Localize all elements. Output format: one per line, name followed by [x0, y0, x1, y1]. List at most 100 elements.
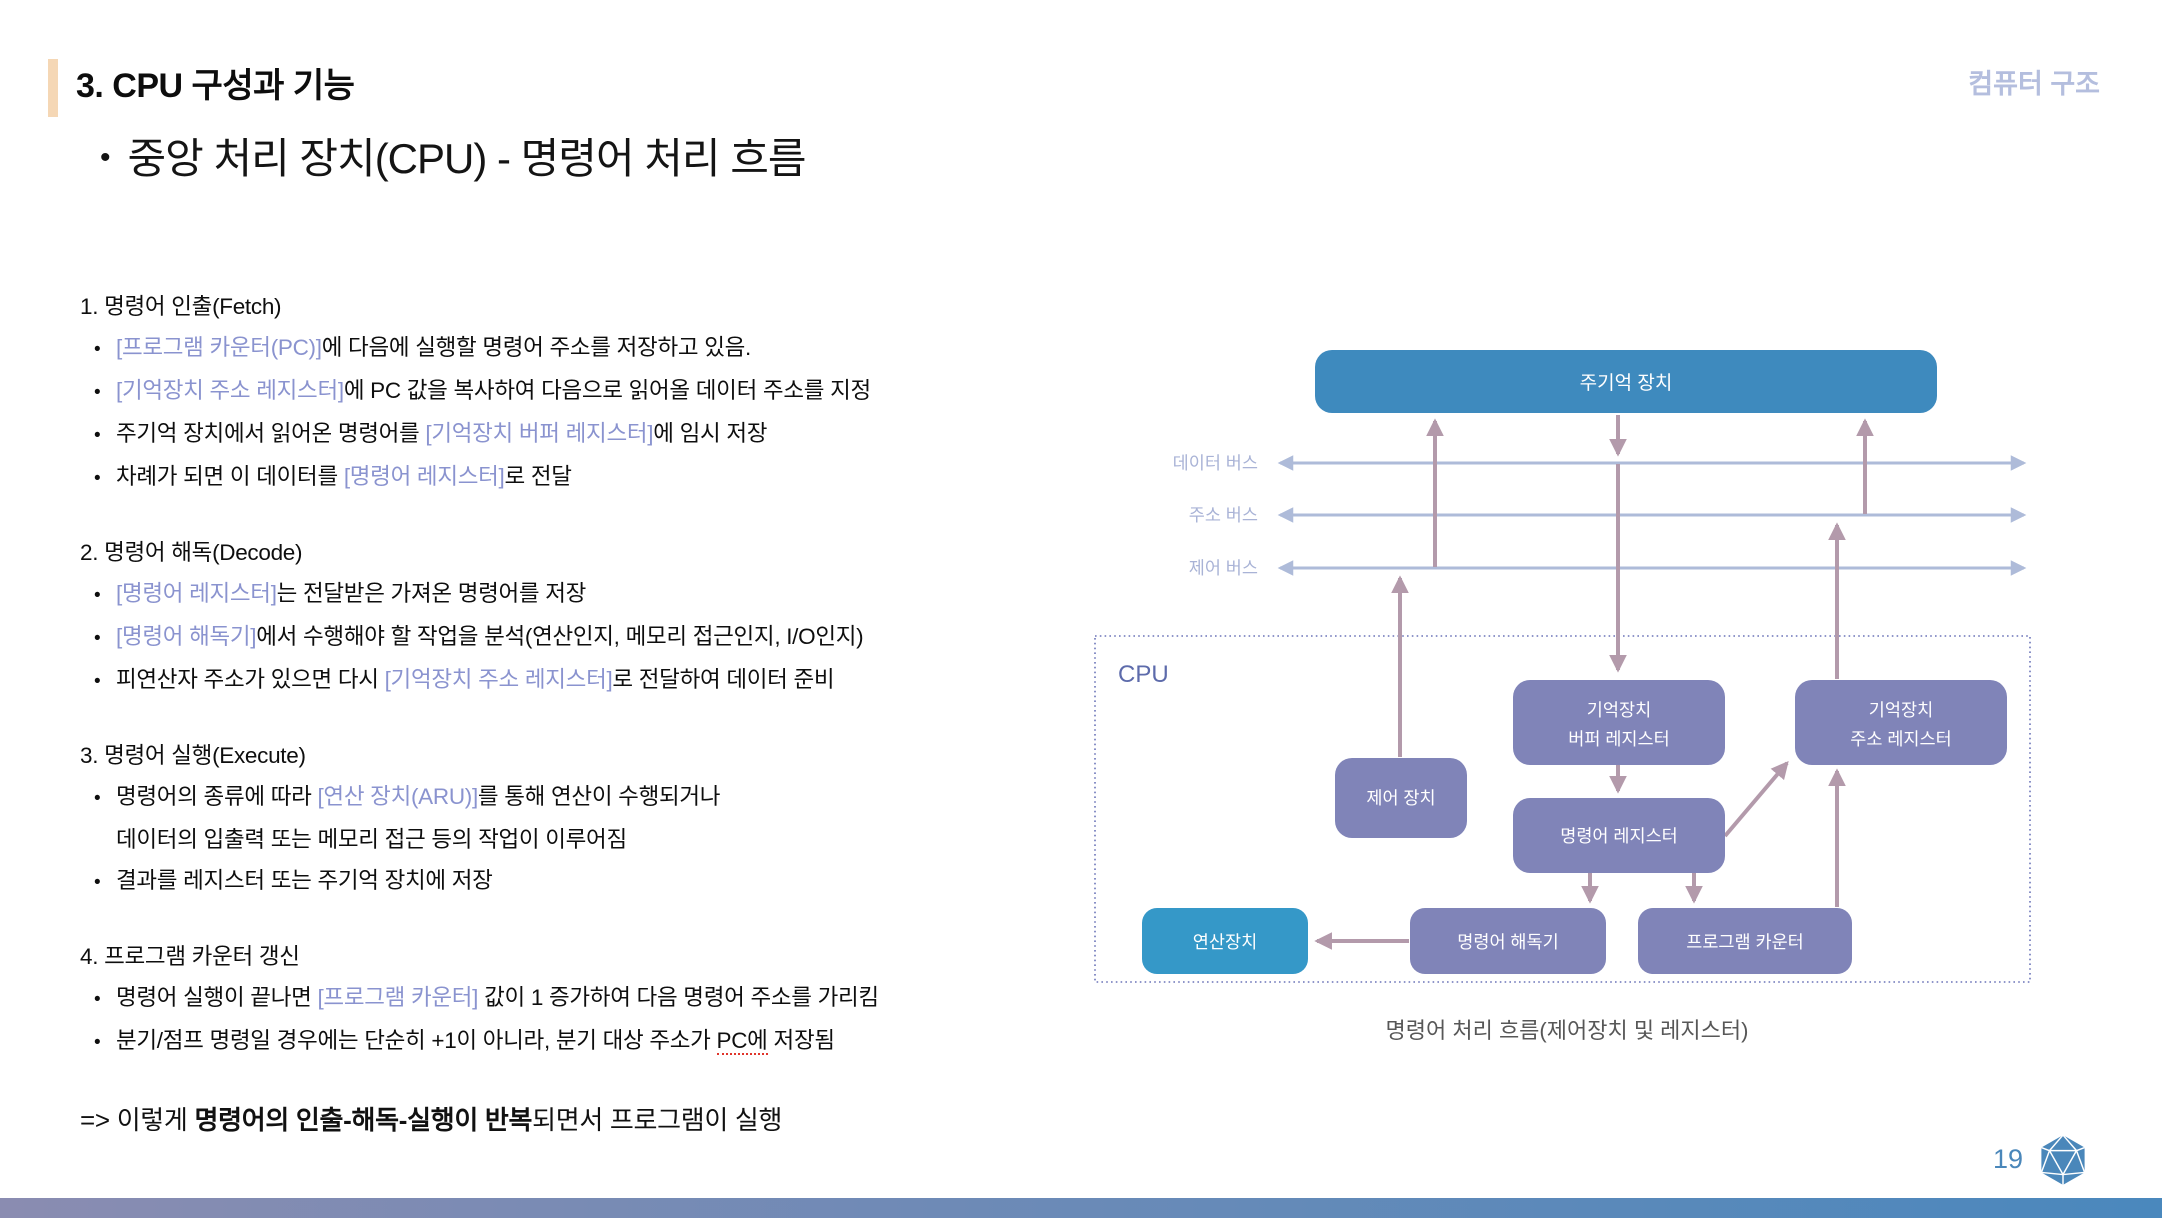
bullet-marker: • [94, 628, 101, 649]
arrow-instrreg-to-addrreg [1723, 760, 1789, 838]
text-run: 에 PC 값을 복사하여 다음으로 읽어올 데이터 주소를 지정 [343, 378, 871, 403]
instruction-decoder-label: 명령어 해독기 [1457, 932, 1558, 952]
mem-buffer-register-box [1513, 680, 1725, 765]
cpu-diagram-svg: 데이터 버스 주소 버스 제어 버스 CPU 주기억 장치 기억장치 버퍼 레지… [1094, 350, 2031, 1043]
text-section: 2. 명령어 해독(Decode) • [명령어 레지스터]는 전달받은 가져온 명… [80, 532, 1100, 702]
text-run: 주기억 장치에서 읽어온 명령어를 [116, 421, 426, 446]
bullet-item: • [명령어 레지스터]는 전달받은 가져온 명령어를 저장 [80, 573, 1100, 616]
text-run: 로 전달 [504, 464, 572, 489]
section-heading: 1. 명령어 인출(Fetch) [80, 294, 282, 319]
program-counter-label: 프로그램 카운터 [1686, 932, 1804, 952]
bullet-marker: • [94, 671, 101, 692]
text-run: 에 임시 저장 [653, 421, 768, 446]
instruction-register-box [1513, 798, 1725, 873]
text-run: 에 다음에 실행할 명령어 주소를 저장하고 있음. [321, 335, 752, 360]
instruction-decoder-box [1410, 908, 1606, 974]
bullet-marker: • [94, 585, 101, 606]
keyword-bracket: [명령어 레지스터] [116, 581, 277, 606]
instruction-register-label: 명령어 레지스터 [1560, 826, 1678, 846]
page-number: 19 [1993, 1144, 2024, 1174]
mem-address-register-label-2: 주소 레지스터 [1850, 729, 1951, 749]
text-run: => 이렇게 [80, 1105, 195, 1135]
keyword-bracket: [기억장치 주소 레지스터] [384, 667, 613, 692]
text-run: 분기/점프 명령일 경우에는 단순히 +1이 아니라, 분기 대상 주소가 [116, 1028, 717, 1053]
bullet-marker: • [94, 425, 101, 446]
text-run: 는 전달받은 가져온 명령어를 저장 [276, 581, 587, 606]
bullet-marker: • [94, 468, 101, 489]
text-run: 저장됨 [767, 1028, 836, 1053]
alu-label: 연산장치 [1193, 932, 1257, 952]
content-sections: 1. 명령어 인출(Fetch) • [프로그램 카운터(PC)]에 다음에 실행할… [80, 286, 1100, 1096]
text-run: 로 전달하여 데이터 준비 [612, 667, 835, 692]
footer-gradient-bar [0, 1198, 2162, 1218]
keyword-bracket: [기억장치 버퍼 레지스터] [425, 421, 654, 446]
spellcheck-underlined-word: PC에 [716, 1028, 768, 1055]
text-section: 4. 프로그램 카운터 갱신 • 명령어 실행이 끝나면 [프로그램 카운터] 값이… [80, 936, 1100, 1063]
bold-text: 명령어의 인출-해독-실행이 반복 [194, 1105, 533, 1135]
control-unit-box [1335, 758, 1467, 838]
keyword-bracket: [명령어 해독기] [116, 624, 257, 649]
keyword-bracket: [프로그램 카운터] [317, 985, 479, 1010]
bullet-marker: • [94, 1032, 101, 1053]
program-counter-box [1638, 908, 1852, 974]
cpu-diagram: 데이터 버스 주소 버스 제어 버스 CPU 주기억 장치 기억장치 버퍼 레지… [1080, 320, 2162, 1060]
bullet-marker: • [94, 788, 101, 809]
text-run: 에서 수행해야 할 작업을 분석(연산인지, 메모리 접근인지, I/O인지) [256, 624, 864, 649]
control-unit-label: 제어 장치 [1366, 788, 1435, 808]
keyword-bracket: [프로그램 카운터(PC)] [116, 335, 322, 360]
data-bus-label: 데이터 버스 [1173, 453, 1258, 473]
section-heading: 3. 명령어 실행(Execute) [80, 743, 306, 768]
course-label: 컴퓨터 구조 [1968, 69, 2100, 99]
bullet-marker: • [94, 989, 101, 1010]
text-run: 를 통해 연산이 수행되거나 [477, 784, 721, 809]
keyword-bracket: [기억장치 주소 레지스터] [116, 378, 344, 403]
conclusion-line: => 이렇게 명령어의 인출-해독-실행이 반복되면서 프로그램이 실행 [80, 1100, 782, 1137]
page-title: • 중앙 처리 장치(CPU) - 명령어 처리 흐름 [100, 125, 806, 186]
bullet-marker: • [94, 382, 101, 403]
cpu-label: CPU [1118, 661, 1169, 688]
text-run: 데이터의 입출력 또는 메모리 접근 등의 작업이 이루어짐 [116, 827, 627, 852]
title-bullet: • [100, 141, 110, 174]
mem-address-register-box [1795, 680, 2007, 765]
mem-buffer-register-label-1: 기억장치 [1587, 700, 1651, 720]
cpu-boundary [1094, 635, 2031, 983]
main-memory-box [1315, 350, 1937, 413]
bullet-item: • [기억장치 주소 레지스터]에 PC 값을 복사하여 다음으로 읽어올 데이터… [80, 370, 1100, 413]
text-run: 명령어의 종류에 따라 [116, 784, 318, 809]
main-memory-label: 주기억 장치 [1580, 372, 1673, 394]
text-run: 명령어 실행이 끝나면 [116, 985, 318, 1010]
bullet-marker: • [94, 872, 101, 893]
address-bus-label: 주소 버스 [1189, 505, 1258, 525]
text-section: 3. 명령어 실행(Execute) • 명령어의 종류에 따라 [연산 장치(AR… [80, 735, 1100, 903]
section-heading: 2. 명령어 해독(Decode) [80, 540, 303, 565]
bullet-marker: • [94, 339, 101, 360]
page-title-text: 중앙 처리 장치(CPU) - 명령어 처리 흐름 [127, 135, 807, 182]
text-section: 1. 명령어 인출(Fetch) • [프로그램 카운터(PC)]에 다음에 실행할… [80, 286, 1100, 499]
bullet-item: • [프로그램 카운터(PC)]에 다음에 실행할 명령어 주소를 저장하고 있음… [80, 327, 1100, 370]
d20-icon [2040, 1134, 2086, 1185]
bullet-item: 데이터의 입출력 또는 메모리 접근 등의 작업이 이루어짐 [80, 819, 1100, 860]
text-run: 결과를 레지스터 또는 주기억 장치에 저장 [116, 868, 493, 893]
control-bus-label: 제어 버스 [1189, 558, 1258, 578]
bullet-item: • 피연산자 주소가 있으면 다시 [기억장치 주소 레지스터]로 전달하여 데이… [80, 659, 1100, 702]
text-run: 차례가 되면 이 데이터를 [116, 464, 344, 489]
keyword-bracket: [연산 장치(ARU)] [317, 784, 478, 809]
bullet-item: • 차례가 되면 이 데이터를 [명령어 레지스터]로 전달 [80, 456, 1100, 499]
bullet-item: • 명령어 실행이 끝나면 [프로그램 카운터] 값이 1 증가하여 다음 명령어… [80, 977, 1100, 1020]
mem-address-register-label-1: 기억장치 [1869, 700, 1933, 720]
diagram-caption: 명령어 처리 흐름(제어장치 및 레지스터) [1386, 1018, 1749, 1043]
bullet-item: • [명령어 해독기]에서 수행해야 할 작업을 분석(연산인지, 메모리 접근인… [80, 616, 1100, 659]
header-accent-bar [48, 59, 58, 117]
bullet-item: • 결과를 레지스터 또는 주기억 장치에 저장 [80, 860, 1100, 903]
text-run: 피연산자 주소가 있으면 다시 [116, 667, 385, 692]
bullet-item: • 명령어의 종류에 따라 [연산 장치(ARU)]를 통해 연산이 수행되거나 [80, 776, 1100, 819]
header-title: 3. CPU 구성과 기능 [76, 67, 355, 105]
section-heading: 4. 프로그램 카운터 갱신 [80, 944, 300, 969]
bullet-item: • 분기/점프 명령일 경우에는 단순히 +1이 아니라, 분기 대상 주소가 P… [80, 1020, 1100, 1063]
keyword-bracket: [명령어 레지스터] [343, 464, 505, 489]
alu-box [1142, 908, 1308, 974]
text-run: 값이 1 증가하여 다음 명령어 주소를 가리킴 [478, 985, 879, 1010]
text-run: 되면서 프로그램이 실행 [532, 1105, 783, 1135]
bullet-item: • 주기억 장치에서 읽어온 명령어를 [기억장치 버퍼 레지스터]에 임시 저장 [80, 413, 1100, 456]
mem-buffer-register-label-2: 버퍼 레지스터 [1568, 729, 1669, 749]
